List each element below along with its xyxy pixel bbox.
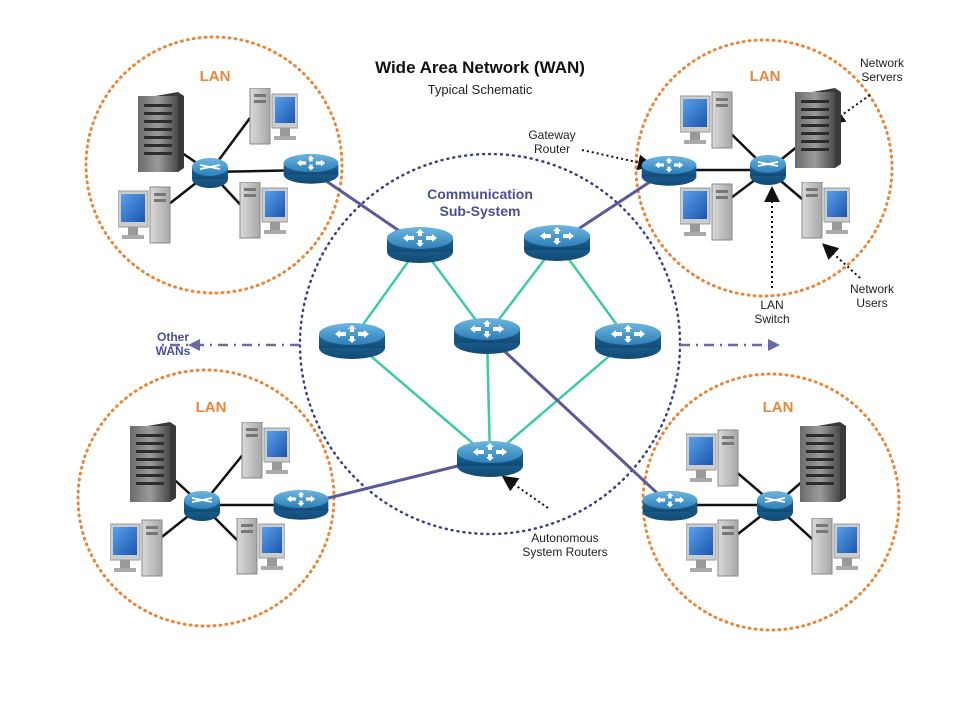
as-router-icon: [595, 323, 661, 359]
workstation-icon: [801, 182, 850, 239]
gateway-router-line1: Gateway: [528, 128, 576, 142]
diagram-title: Wide Area Network (WAN): [375, 58, 585, 77]
workstation-icon: [686, 519, 739, 577]
diagram-subtitle: Typical Schematic: [427, 82, 533, 97]
lan-label-top-left: LAN: [199, 68, 231, 85]
gateway-router-pointer: [581, 149, 654, 171]
network-servers-line1: Network: [859, 56, 904, 70]
other-wans-arrow-right-icon: [768, 339, 780, 351]
as-router-icon: [319, 323, 385, 359]
gateway-router-icon: [642, 490, 698, 521]
as-routers-pointer: [501, 475, 549, 509]
lan-label-top-right: LAN: [749, 68, 781, 85]
network-users-line2: Users: [856, 296, 888, 311]
network-users-pointer: [822, 243, 861, 279]
gateway-router-line2: Router: [533, 142, 571, 157]
lan-switch-line2: Switch: [754, 312, 790, 327]
other-wans-arrow-left-icon: [188, 339, 200, 351]
workstation-icon: [811, 518, 860, 575]
network-server-icon: [795, 88, 841, 168]
communication-subsystem-label: Communication Sub-System: [390, 186, 570, 220]
lan-switch-callout: LAN Switch: [722, 298, 822, 327]
as-router-icon: [387, 227, 453, 263]
network-servers-callout: Network Servers: [832, 56, 932, 85]
gateway-router-icon: [273, 489, 329, 520]
lan-label-bottom-right: LAN: [762, 399, 794, 416]
as-routers-callout: Autonomous System Routers: [515, 531, 615, 560]
network-users-line1: Network: [849, 282, 894, 296]
workstation-icon: [236, 518, 285, 575]
workstation-icon: [249, 88, 298, 145]
lan-switch-icon: [183, 490, 221, 522]
gateway-router-icon: [641, 155, 697, 186]
lan-switch-line1: LAN: [760, 298, 784, 312]
network-users-callout: Network Users: [822, 282, 922, 311]
gateway-router-icon: [283, 153, 339, 184]
lan-switch-icon: [749, 154, 787, 186]
as-router-icon: [524, 225, 590, 261]
as-routers-line1: Autonomous: [531, 531, 599, 545]
workstation-icon: [680, 91, 733, 149]
network-server-icon: [138, 92, 184, 172]
other-wans-line2: WANs: [155, 344, 191, 359]
as-router-icon: [454, 318, 520, 354]
workstation-icon: [118, 186, 171, 244]
as-router-icon: [457, 441, 523, 477]
gateway-router-callout: Gateway Router: [502, 128, 602, 157]
as-routers-line2: System Routers: [522, 545, 608, 560]
other-wans-label: Other WANs: [138, 330, 208, 359]
lan-switch-icon: [756, 490, 794, 522]
communication-subsystem-line1: Communication: [427, 186, 533, 202]
network-server-icon: [130, 422, 176, 502]
lan-boundary-top-left: [84, 35, 344, 295]
workstation-icon: [239, 182, 288, 239]
workstation-icon: [241, 422, 290, 479]
lan-switch-icon: [191, 157, 229, 189]
network-servers-line2: Servers: [861, 70, 903, 85]
workstation-icon: [110, 519, 163, 577]
workstation-icon: [686, 429, 739, 487]
lan-label-bottom-left: LAN: [195, 399, 227, 416]
communication-subsystem-line2: Sub-System: [439, 202, 521, 219]
other-wans-line1: Other: [156, 330, 189, 344]
lan-boundary-top-right: [634, 38, 894, 298]
workstation-icon: [680, 183, 733, 241]
network-server-icon: [800, 422, 846, 502]
